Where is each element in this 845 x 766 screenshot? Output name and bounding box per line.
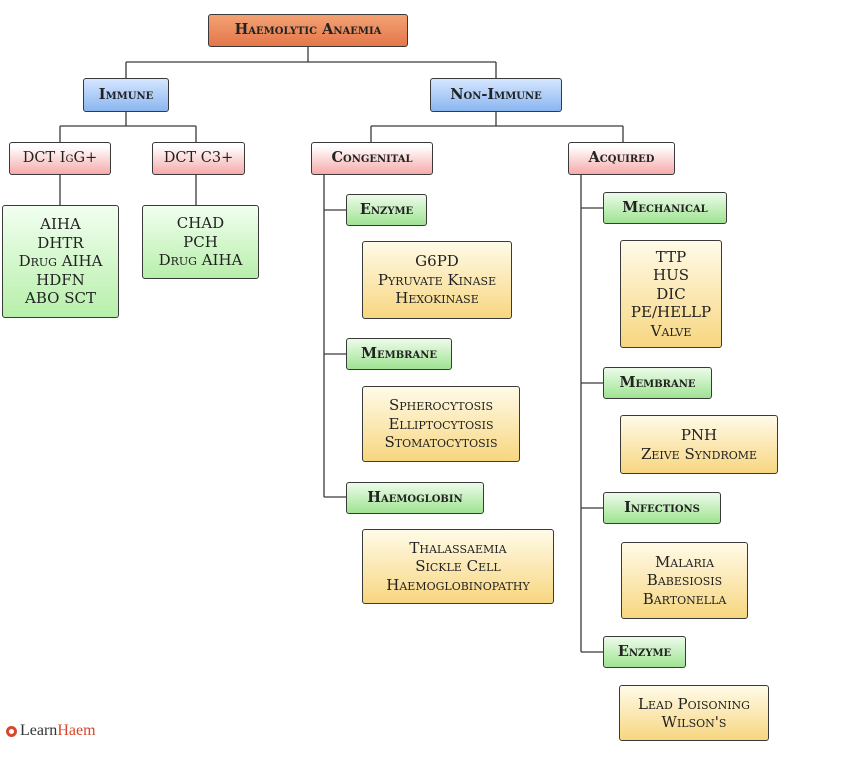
infections-list: Malaria Babesiosis Bartonella — [621, 542, 748, 619]
list-item: PCH — [183, 232, 218, 251]
root-node: Haemolytic Anaemia — [208, 14, 408, 47]
list-item: Zeive Syndrome — [640, 444, 758, 463]
dct-igg-list: AIHA DHTR Drug AIHA HDFN ABO SCT — [2, 205, 119, 318]
non-immune-label: Non-Immune — [450, 85, 542, 103]
list-item: Haemoglobinopathy — [386, 575, 530, 594]
list-item: Lead Poisoning — [638, 694, 750, 713]
logo-icon — [6, 725, 17, 737]
list-item: ABO SCT — [25, 289, 96, 308]
congenital-membrane-label: Membrane — [360, 344, 438, 362]
immune-node: Immune — [83, 78, 169, 112]
congenital-enzyme-list: G6PD Pyruvate Kinase Hexokinase — [362, 241, 512, 319]
congenital-membrane-node: Membrane — [346, 338, 452, 370]
list-item: CHAD — [176, 214, 225, 233]
acquired-label: Acquired — [588, 149, 655, 167]
list-item: Drug AIHA — [158, 251, 243, 270]
infections-label: Infections — [624, 498, 700, 516]
list-item: HUS — [653, 266, 689, 285]
list-item: Drug AIHA — [18, 252, 103, 271]
list-item: PE/HELLP — [630, 303, 712, 322]
logo-text-suffix: Haem — [57, 722, 96, 739]
root-title: Haemolytic Anaemia — [234, 21, 382, 39]
acquired-enzyme-label: Enzyme — [617, 642, 672, 660]
mechanical-node: Mechanical — [603, 192, 727, 224]
list-item: PNH — [680, 426, 718, 444]
mechanical-label: Mechanical — [622, 198, 708, 216]
dct-c3-node: DCT C3+ — [152, 142, 245, 175]
acquired-membrane-label: Membrane — [619, 373, 696, 391]
acquired-membrane-list: PNH Zeive Syndrome — [620, 415, 778, 474]
dct-c3-label: DCT C3+ — [163, 150, 234, 167]
list-item: Malaria — [654, 552, 715, 571]
acquired-enzyme-list: Lead Poisoning Wilson's — [619, 685, 769, 741]
list-item: Babesiosis — [646, 571, 723, 590]
acquired-node: Acquired — [568, 142, 675, 175]
list-item: HDFN — [36, 270, 85, 289]
non-immune-node: Non-Immune — [430, 78, 562, 112]
congenital-enzyme-node: Enzyme — [346, 194, 427, 226]
list-item: Hexokinase — [395, 289, 479, 308]
dct-igg-label: DCT IgG+ — [22, 150, 98, 167]
haemoglobin-node: Haemoglobin — [346, 482, 484, 514]
list-item: G6PD — [415, 252, 459, 271]
acquired-enzyme-node: Enzyme — [603, 636, 686, 668]
congenital-label: Congenital — [331, 149, 413, 167]
dct-c3-list: CHAD PCH Drug AIHA — [142, 205, 259, 279]
list-item: DIC — [656, 284, 686, 303]
list-item: AIHA — [40, 215, 81, 234]
infections-node: Infections — [603, 492, 721, 524]
congenital-node: Congenital — [311, 142, 433, 175]
list-item: TTP — [655, 247, 687, 266]
list-item: Spherocytosis — [388, 396, 494, 415]
congenital-membrane-list: Spherocytosis Elliptocytosis Stomatocyto… — [362, 386, 520, 462]
list-item: Wilson's — [661, 713, 727, 731]
list-item: Valve — [650, 321, 692, 340]
mechanical-list: TTP HUS DIC PE/HELLP Valve — [620, 240, 722, 348]
haemoglobin-label: Haemoglobin — [367, 488, 463, 506]
dct-igg-node: DCT IgG+ — [9, 142, 111, 175]
haemoglobin-list: Thalassaemia Sickle Cell Haemoglobinopat… — [362, 529, 554, 604]
acquired-membrane-node: Membrane — [603, 367, 712, 399]
list-item: Stomatocytosis — [384, 433, 498, 452]
logo-text-prefix: Learn — [20, 722, 58, 739]
immune-label: Immune — [98, 85, 154, 103]
list-item: Thalassaemia — [409, 538, 507, 557]
congenital-enzyme-label: Enzyme — [359, 200, 414, 218]
list-item: Elliptocytosis — [388, 414, 494, 433]
list-item: Pyruvate Kinase — [377, 270, 497, 289]
list-item: DHTR — [37, 233, 84, 252]
list-item: Sickle Cell — [415, 557, 501, 576]
list-item: Bartonella — [642, 589, 727, 608]
